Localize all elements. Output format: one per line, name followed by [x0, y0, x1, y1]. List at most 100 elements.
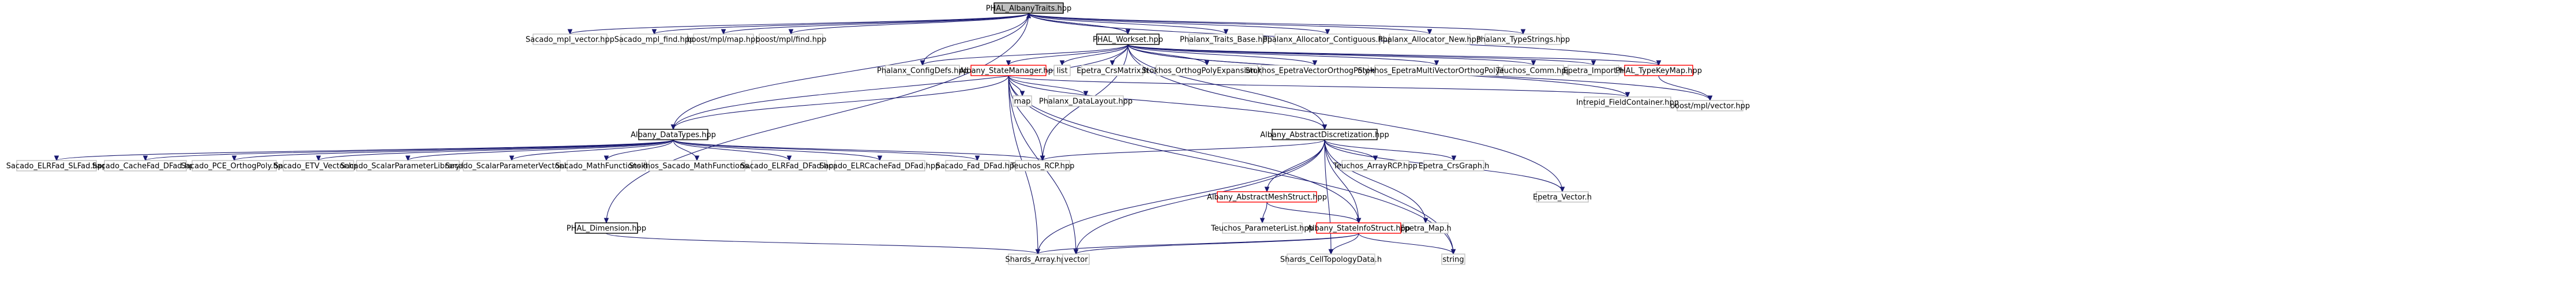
edge-arrowhead: [1035, 249, 1041, 255]
dependency-edge-albany_traits-to-phalanx_typestrings: [1028, 13, 1526, 35]
node-phal-typekeymap[interactable]: PHAL_TypeKeyMap.hpp: [1615, 65, 1702, 76]
node-box: [970, 65, 1047, 76]
node-teuchos-rcp: Teuchos_RCP.hpp: [1010, 160, 1075, 171]
edge-arrowhead: [1259, 218, 1265, 224]
node-box: [1403, 222, 1449, 234]
edge-arrowhead: [788, 29, 794, 35]
dependency-edge-phal_workset-to-phalanx_configdefs: [920, 44, 1128, 66]
dependency-edge-albany_datatypes-to-sacado_scalarparametervector: [509, 139, 674, 162]
edge-line: [1028, 13, 1227, 35]
node-box: [620, 33, 688, 45]
node-label: PHAL_Dimension.hpp: [567, 225, 646, 233]
dependency-edge-albany_datatypes-to-sacado_mathfunctions: [603, 139, 674, 162]
edge-arrowhead: [1322, 124, 1328, 130]
edge-line: [1127, 44, 1563, 192]
node-box: [575, 222, 638, 234]
dependency-edge-albany_abstractdiscretization-to-epetra_map: [1324, 139, 1428, 224]
node-label: Epetra_Import.h: [1563, 67, 1624, 76]
node-label: Stokhos_EpetraMultiVectorOrthogPoly.hpp: [1358, 67, 1515, 76]
node-albany-statemanager[interactable]: Albany_StateManager.hpp: [959, 65, 1058, 76]
node-label: Sacado_ScalarParameterVector.hpp: [445, 162, 578, 171]
dependency-edge-albany_abstractdiscretization-to-teuchos_rcp: [1040, 139, 1325, 162]
dependency-edge-albany_datatypes-to-sacado_elrfad_slfad: [54, 139, 674, 162]
node-epetra-map: Epetra_Map.h: [1400, 222, 1452, 234]
node-label: Sacado_ELRFad_SLFad.hpp: [6, 162, 107, 171]
node-label: Albany_AbstractMeshStruct.hpp: [1207, 193, 1327, 202]
edge-line: [1330, 233, 1359, 255]
edge-arrowhead: [567, 29, 573, 35]
dependency-edge-albany_datatypes-to-sacado_elrcachefad_dfad: [673, 139, 883, 162]
node-label: Epetra_CrsMatrix.h: [1077, 67, 1148, 76]
node-albany-stateinfostruct[interactable]: Albany_StateInfoStruct.hpp: [1307, 222, 1410, 234]
dependency-edge-albany_traits-to-phal_dimension: [603, 13, 1029, 224]
node-phal-workset[interactable]: PHAL_Workset.hpp: [1093, 33, 1163, 45]
node-box: [104, 160, 187, 171]
node-box: [1484, 33, 1562, 45]
node-box: [1423, 160, 1484, 171]
edge-arrowhead: [1073, 249, 1079, 255]
node-box: [1062, 253, 1090, 265]
node-label: Teuchos_ParameterList.hpp: [1210, 225, 1314, 233]
edge-arrowhead: [694, 155, 700, 162]
node-boost-mpl-map: boost/mpl/map.hpp: [687, 33, 760, 45]
node-teuchos-parameterlist: Teuchos_ParameterList.hpp: [1210, 222, 1314, 234]
node-albany-abstractmeshstruct[interactable]: Albany_AbstractMeshStruct.hpp: [1207, 191, 1327, 203]
dependency-edge-albany_traits-to-phalanx_alloc_contig: [1028, 13, 1330, 35]
node-albany-abstractdiscretization[interactable]: Albany_AbstractDiscretization.hpp: [1260, 129, 1389, 140]
edge-arrowhead: [1325, 29, 1330, 35]
dependency-edge-phal_workset-to-stokhos_epetra_multivec_orthog: [1127, 44, 1439, 66]
node-label: vector: [1064, 256, 1088, 264]
dependency-edge-albany_datatypes-to-sacado_pce_orthogpoly: [231, 139, 674, 162]
edge-arrowhead: [1450, 249, 1456, 255]
node-albany-datatypes[interactable]: Albany_DataTypes.hpp: [631, 129, 716, 140]
node-label: Shards_CellTopologyData.h: [1280, 256, 1382, 264]
node-label: Sacado_ELRFad_DFad.hpp: [741, 162, 838, 171]
node-box: [638, 129, 708, 140]
node-label: Teuchos_RCP.hpp: [1010, 162, 1075, 171]
dependency-edge-albany_traits-to-boost_mpl_find: [788, 13, 1029, 35]
edge-line: [1658, 75, 1711, 101]
dependency-edge-albany_traits-to-sacado_mpl_vector: [567, 13, 1029, 35]
edge-arrowhead: [1006, 60, 1011, 66]
edge-arrowhead: [1125, 29, 1131, 35]
node-sacado-fad-dfad: Sacado_Fad_DFad.hpp: [936, 160, 1019, 171]
node-label: boost/mpl/vector.hpp: [1670, 102, 1750, 111]
node-phalanx-datalayout: Phalanx_DataLayout.hpp: [1039, 95, 1133, 107]
node-vector: vector: [1062, 253, 1090, 265]
node-box: [567, 160, 646, 171]
node-label: Sacado_ETV_Vector.hpp: [274, 162, 363, 171]
node-phal-dimension[interactable]: PHAL_Dimension.hpp: [567, 222, 646, 234]
dependency-edge-albany_statemanager-to-albany_datatypes: [670, 75, 1009, 130]
dependency-edge-albany_traits-to-boost_mpl_map: [721, 13, 1029, 35]
node-label: Phalanx_Allocator_Contiguous.hpp: [1263, 36, 1392, 44]
node-box: [356, 160, 460, 171]
node-box: [1272, 129, 1378, 140]
node-box: [192, 160, 277, 171]
dependency-edge-albany_abstractmeshstruct-to-albany_stateinfostruct: [1266, 202, 1362, 224]
node-albany-traits[interactable]: PHAL_AlbanyTraits.hpp: [986, 2, 1072, 14]
edge-line: [1062, 44, 1128, 66]
edge-arrowhead: [920, 60, 925, 66]
edge-arrowhead: [974, 155, 980, 162]
edge-arrowhead: [1707, 95, 1713, 102]
edge-line: [922, 13, 1029, 66]
edge-arrowhead: [1434, 60, 1439, 66]
node-shards-array: Shards_Array.hpp: [1005, 253, 1071, 265]
edge-line: [1028, 13, 1430, 35]
node-label: Sacado_mpl_find.hpp: [614, 36, 695, 44]
node-label: Albany_StateManager.hpp: [959, 67, 1058, 76]
dependency-edge-albany_stateinfostruct-to-string: [1358, 233, 1456, 255]
node-box: [1015, 160, 1070, 171]
node-box: [283, 160, 354, 171]
node-label: Intrepid_FieldContainer.hpp: [1576, 99, 1679, 107]
edge-line: [1028, 13, 1128, 35]
dependency-edge-albany_traits-to-phalanx_traits_base: [1028, 13, 1229, 35]
edge-line: [723, 13, 1029, 35]
edge-arrowhead: [1328, 249, 1334, 255]
node-label: boost/mpl/find.hpp: [756, 36, 827, 44]
edge-line: [1075, 233, 1359, 255]
edge-line: [1127, 44, 1659, 66]
edge-arrowhead: [1531, 60, 1536, 66]
edge-line: [1008, 75, 1628, 98]
dependency-edge-albany_traits-to-sacado_mpl_find: [651, 13, 1029, 35]
